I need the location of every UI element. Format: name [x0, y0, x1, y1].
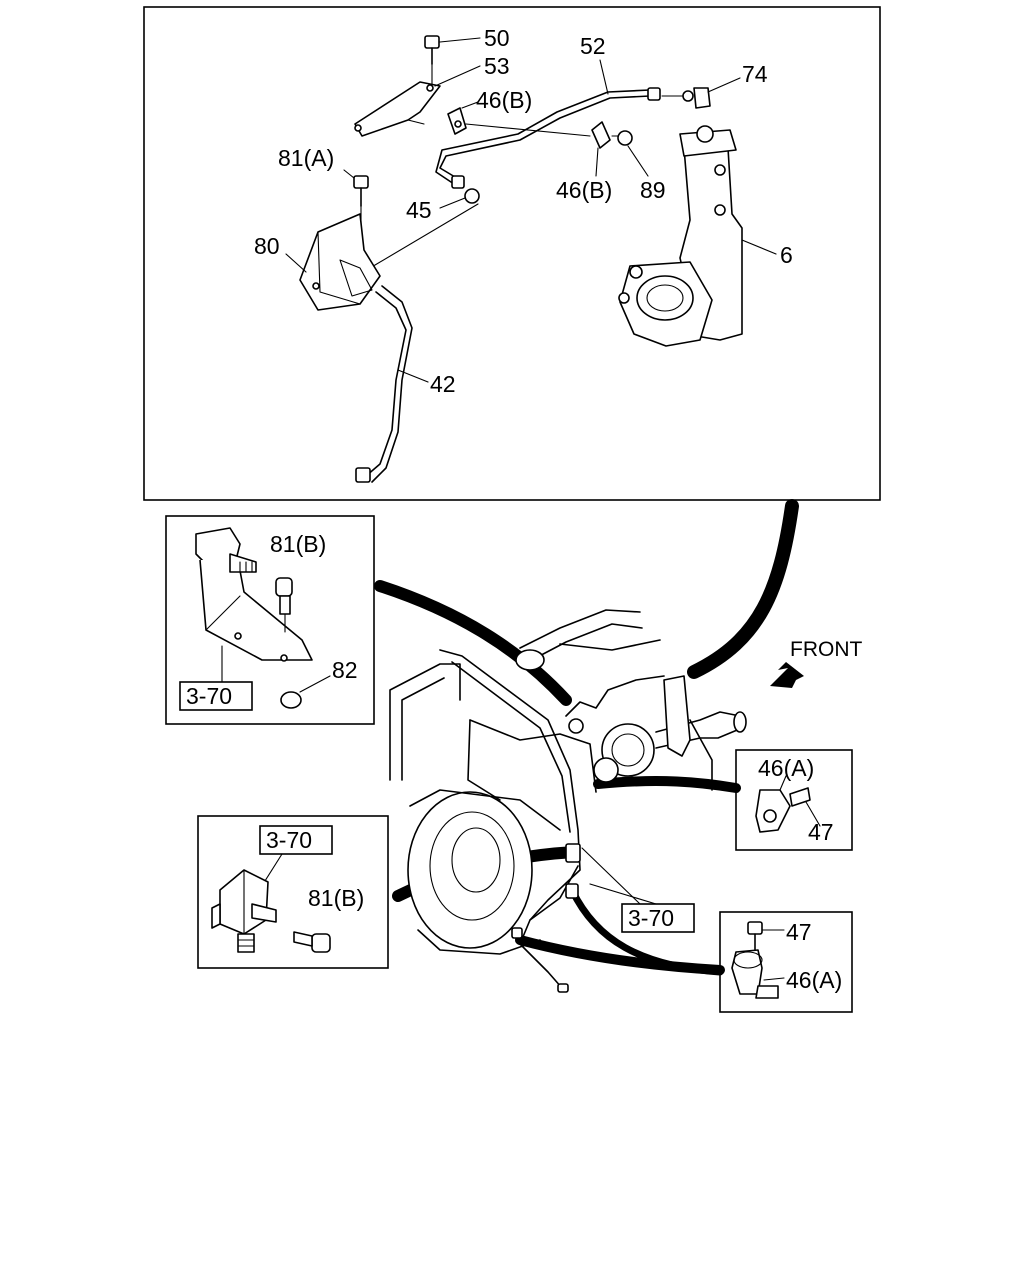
ref-3-70-inset2: 3-70: [266, 827, 312, 853]
ref-3-70-main: 3-70: [628, 905, 674, 931]
bracket-80: [285, 213, 381, 311]
engine-overview: FRONT 3-70: [389, 609, 862, 993]
callout-74: 74: [742, 61, 768, 87]
inset-370-81b: 3-70 81(B): [197, 815, 389, 969]
callout-45: 45: [406, 197, 432, 223]
callout-53: 53: [484, 53, 510, 79]
ref-3-70-inset1: 3-70: [186, 683, 232, 709]
callout-46b-top: 46(B): [476, 87, 532, 113]
callout-81b-inset2: 81(B): [308, 885, 364, 911]
callout-46b-mid: 46(B): [556, 177, 612, 203]
housing-6: [618, 125, 777, 347]
inset-81b-82: 3-70 81(B) 82: [165, 515, 375, 725]
callout-52: 52: [580, 33, 606, 59]
inset-47-46a-lower: 47 46(A): [719, 911, 853, 1013]
callout-47-inset3: 47: [808, 819, 834, 845]
pipe-42: [355, 285, 429, 483]
callout-80: 80: [254, 233, 280, 259]
clip-46b-mid: [591, 121, 649, 177]
bolt-50: [424, 35, 481, 87]
callout-82: 82: [332, 657, 358, 683]
front-label: FRONT: [790, 638, 862, 661]
callout-81a: 81(A): [278, 145, 334, 171]
fitting-74: [661, 77, 741, 109]
callout-81b-inset1: 81(B): [270, 531, 326, 557]
callout-46a-inset3: 46(A): [758, 755, 814, 781]
top-detail-panel: 50 53 52 74 46(B) 46(B) 89 81(A) 45 80 6…: [143, 6, 881, 501]
callout-50: 50: [484, 25, 510, 51]
clip-46b-top: [447, 101, 591, 137]
callout-42: 42: [430, 371, 456, 397]
bracket-53: [354, 65, 481, 137]
callout-47-inset4: 47: [786, 919, 812, 945]
callout-46a-inset4: 46(A): [786, 967, 842, 993]
nut-45: [369, 188, 480, 269]
callout-6: 6: [780, 242, 793, 268]
front-arrow-icon: [770, 662, 804, 688]
pipe-52: [435, 59, 661, 189]
callout-89: 89: [640, 177, 666, 203]
leader-sweeps: [374, 499, 799, 976]
inset-46a-47-upper: 46(A) 47: [735, 749, 853, 851]
